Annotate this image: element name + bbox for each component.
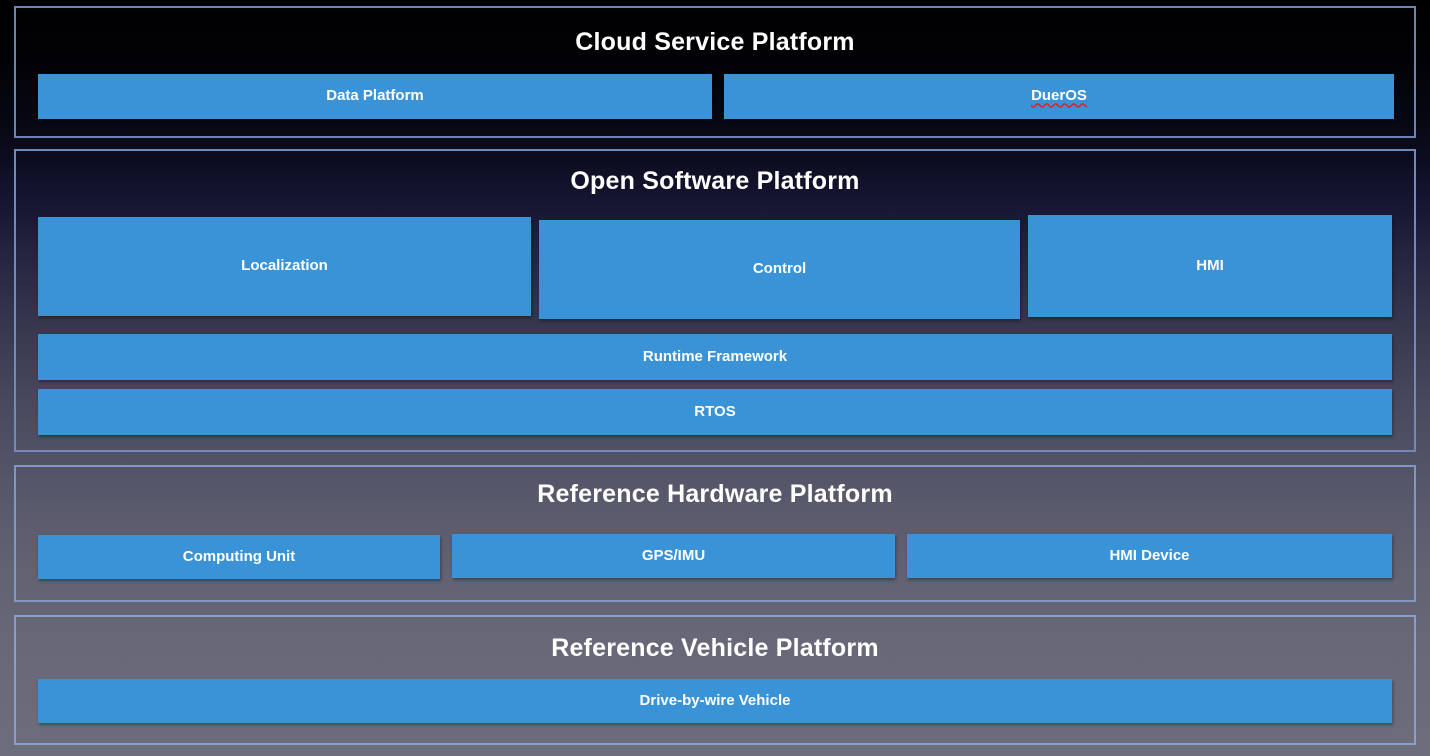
layer-title-open-software-platform: Open Software Platform bbox=[570, 167, 860, 195]
box-control[interactable]: Control bbox=[539, 220, 1020, 319]
box-computing-unit[interactable]: Computing Unit bbox=[38, 535, 440, 579]
box-drive-by-wire-vehicle[interactable]: Drive-by-wire Vehicle bbox=[38, 679, 1392, 723]
box-data-platform[interactable]: Data Platform bbox=[38, 74, 712, 119]
box-label-computing-unit: Computing Unit bbox=[182, 547, 296, 565]
box-hmi[interactable]: HMI bbox=[1028, 215, 1392, 317]
box-label-gps-imu: GPS/IMU bbox=[641, 546, 706, 564]
box-label-hmi-device: HMI Device bbox=[1109, 546, 1190, 564]
box-dueros[interactable]: DuerOS bbox=[724, 74, 1394, 119]
box-gps-imu[interactable]: GPS/IMU bbox=[452, 534, 895, 578]
layer-title-reference-vehicle-platform: Reference Vehicle Platform bbox=[551, 634, 879, 662]
layer-open-software-platform: Open Software Platform Localization Cont… bbox=[14, 149, 1416, 452]
box-label-runtime-framework: Runtime Framework bbox=[642, 347, 788, 365]
layer-cloud-service-platform: Cloud Service Platform Data Platform Due… bbox=[14, 6, 1416, 138]
box-label-hmi: HMI bbox=[1196, 256, 1224, 274]
box-label-control: Control bbox=[752, 260, 807, 278]
box-localization[interactable]: Localization bbox=[38, 217, 531, 316]
layer-title-cloud-service-platform: Cloud Service Platform bbox=[575, 28, 855, 56]
box-label-localization: Localization bbox=[241, 257, 328, 275]
box-hmi-device[interactable]: HMI Device bbox=[907, 534, 1392, 578]
layer-title-reference-hardware-platform: Reference Hardware Platform bbox=[537, 480, 893, 508]
box-label-rtos: RTOS bbox=[694, 402, 736, 420]
layer-reference-vehicle-platform: Reference Vehicle Platform Drive-by-wire… bbox=[14, 615, 1416, 745]
layer-reference-hardware-platform: Reference Hardware Platform Computing Un… bbox=[14, 465, 1416, 602]
box-label-dueros: DuerOS bbox=[1031, 87, 1087, 105]
box-runtime-framework[interactable]: Runtime Framework bbox=[38, 334, 1392, 380]
box-label-data-platform: Data Platform bbox=[326, 87, 424, 105]
box-rtos[interactable]: RTOS bbox=[38, 389, 1392, 435]
box-label-drive-by-wire-vehicle: Drive-by-wire Vehicle bbox=[639, 691, 791, 709]
